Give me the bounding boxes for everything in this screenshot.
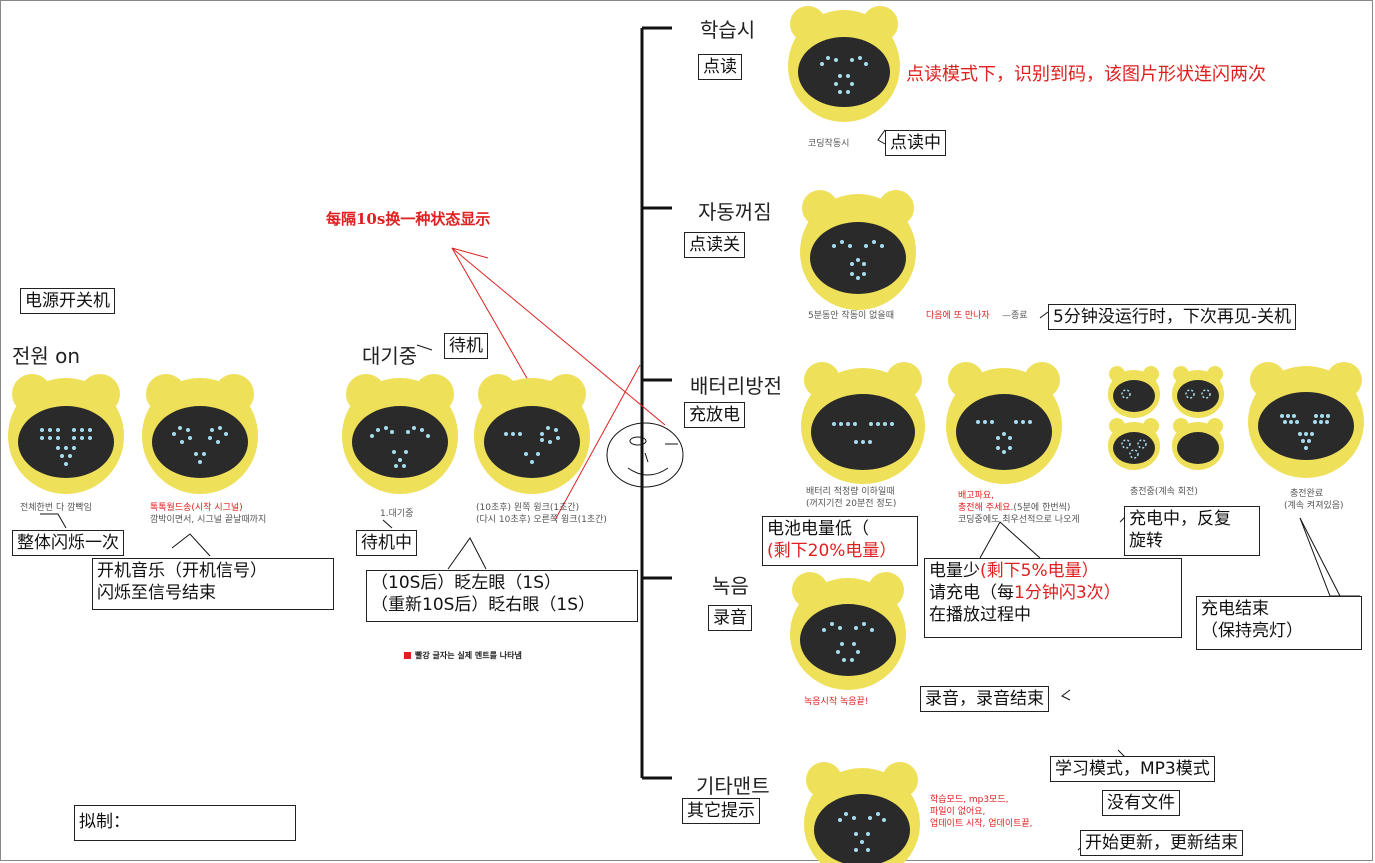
callout-boot-music-line1: 开机音乐（开机信号） (97, 561, 267, 581)
few-line2-red: 1分钟闪3次） (1014, 583, 1121, 603)
battery-caption-3: 충전중(계속 회전) (1130, 487, 1198, 497)
standby-heading: 대기중 (362, 344, 418, 368)
callout-charge-done-line2: （保持亮灯） (1201, 621, 1303, 641)
record-heading: 녹음 (712, 574, 749, 598)
bear-face-charging-1 (1108, 366, 1160, 418)
bear-face-all-dots (8, 374, 124, 494)
callout-autooff: 5分钟没运行时，下次再见-关机 (1048, 304, 1296, 330)
battery-heading: 배터리방전 (690, 374, 782, 398)
other-caption-1: 학습모드, mp3모드, (930, 795, 1009, 805)
other-heading: 기타맨트 (696, 774, 770, 798)
callout-wink-line2: （重新10S后）眨右眼（1S） (371, 595, 596, 615)
record-caption-red: 녹음시작 녹음끝! (804, 697, 869, 707)
battery-caption-2c: 코딩중에도 최우선적으로 나오게 (958, 515, 1080, 525)
bear-face-wink (474, 374, 590, 494)
callout-wink-line1: （10S后）眨左眼（1S） (371, 573, 562, 593)
battery-box: 充放电 (684, 402, 745, 428)
legend: 빨강 글자는 실제 멘트를 나타냄 (404, 650, 522, 661)
study-heading: 학습시 (700, 18, 756, 42)
standby-caption-2b: (다시 10초후) 오른쪽 윙크(1초간) (476, 515, 607, 525)
other-caption-3: 업데이트 시작, 업데이트끝, (930, 819, 1033, 829)
callout-reading: 点读中 (885, 130, 946, 156)
study-caption: 코딩작동시 (808, 139, 850, 149)
battery-caption-2b-red: 충전해 주세요. (958, 503, 1014, 513)
other-caption-2: 파일이 없어요, (930, 807, 986, 817)
few-line2-black: 请充电（每 (929, 583, 1014, 603)
red-note-cycle: 每隔10s换一种状态显示 (326, 210, 491, 228)
callout-battery-low-line1: 电池电量低（ (767, 519, 869, 539)
few-line1-red: (剩下5%电量） (980, 561, 1099, 581)
standby-caption-2a: (10초후) 왼쪽 윙크(1초간) (476, 503, 580, 513)
few-line1-black: 电量少 (929, 561, 980, 581)
callout-charging-line1: 充电中，反复 (1129, 509, 1231, 529)
autooff-caption-red: 다음에 또 만나자 (926, 311, 990, 321)
callout-no-file: 没有文件 (1102, 790, 1180, 816)
study-red-note: 点读模式下，识别到码，该图片形状连闪两次 (906, 64, 1266, 85)
bear-face-battery-low (801, 362, 925, 484)
bear-face-ring-eyes (142, 374, 258, 494)
autooff-box: 点读关 (684, 232, 745, 258)
power-caption-2b: 깜박이면서, 시그널 끝날때까지 (150, 515, 267, 525)
bear-face-standby (342, 374, 458, 494)
battery-caption-4b: (계속 켜져있음) (1284, 501, 1344, 511)
power-heading: 전원 on (12, 344, 81, 368)
battery-caption-2b-line: 충전해 주세요.(5분에 한번씩) (958, 502, 1070, 514)
legend-text: 빨강 글자는 실제 멘트를 나타냄 (415, 651, 522, 660)
standby-caption-1: 1.대기중 (380, 509, 414, 519)
record-box: 录音 (708, 605, 752, 631)
legend-swatch (404, 652, 411, 659)
power-box: 电源开关机 (20, 288, 115, 314)
battery-caption-2a: 배고파요, (958, 491, 994, 501)
callout-recording: 录音，录音结束 (920, 686, 1049, 712)
study-box: 点读 (698, 54, 742, 80)
bear-face-record (790, 572, 906, 690)
bear-face-charge-complete (1248, 362, 1364, 478)
autooff-heading: 자동꺼짐 (698, 200, 772, 224)
bear-face-charging-3 (1108, 418, 1160, 470)
callout-battery-few-line2: 请充电（每1分钟闪3次） (929, 582, 1177, 604)
callout-charging-line2: 旋转 (1129, 531, 1163, 551)
power-caption-2-red: 톡톡월드송(시작 시그널) (150, 503, 243, 513)
callout-charging: 充电中，反复 旋转 (1124, 506, 1260, 556)
battery-caption-2b-tail: (5분에 한번씩) (1013, 503, 1071, 513)
bear-face-charging-4 (1172, 418, 1224, 470)
callout-battery-low-line2: (剩下20%电量） (767, 541, 897, 561)
power-caption-1: 전체한번 다 깜빡임 (20, 503, 92, 513)
bear-face-charging-2 (1172, 366, 1224, 418)
bear-face-study (788, 6, 900, 122)
callout-battery-few-line1: 电量少(剩下5%电量） (929, 560, 1177, 582)
callout-wink: （10S后）眨左眼（1S） （重新10S后）眨右眼（1S） (366, 570, 638, 622)
battery-caption-4a: 충전완료 (1290, 489, 1324, 499)
callout-charge-done: 充电结束 （保持亮灯） (1196, 596, 1362, 650)
callout-battery-low: 电池电量低（ (剩下20%电量） (762, 516, 918, 566)
autooff-caption: 5분동안 작동이 없을때 (808, 311, 894, 321)
callout-standby: 待机中 (356, 530, 417, 556)
bear-face-other (804, 762, 920, 863)
other-box: 其它提示 (682, 798, 760, 824)
callout-update: 开始更新，更新结束 (1080, 830, 1243, 856)
callout-boot-music-line2: 闪烁至信号结束 (97, 583, 216, 603)
callout-boot-music: 开机音乐（开机信号） 闪烁至信号结束 (92, 558, 334, 610)
callout-battery-few: 电量少(剩下5%电量） 请充电（每1分钟闪3次） 在播放过程中 (924, 558, 1182, 638)
autooff-caption-tail: —종료 (1002, 311, 1028, 321)
callout-flash-once: 整体闪烁一次 (12, 530, 124, 556)
callout-charge-done-line1: 充电结束 (1201, 599, 1269, 619)
battery-caption-1b: (꺼지기전 20분전 정도) (806, 499, 897, 509)
battery-caption-1a: 배터리 적정량 이하일때 (806, 487, 895, 497)
callout-battery-few-line3: 在播放过程中 (929, 605, 1031, 625)
callout-mode: 学习模式，MP3模式 (1050, 756, 1215, 782)
standby-box: 待机 (444, 333, 488, 359)
bear-face-battery-empty (946, 362, 1062, 484)
drafted-by-box: 拟制： (74, 805, 296, 841)
bear-face-autooff (800, 190, 916, 310)
